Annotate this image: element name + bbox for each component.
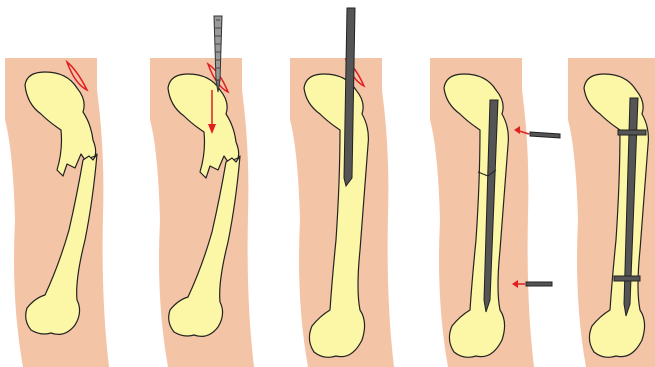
proximal-locking-screw bbox=[618, 130, 646, 135]
panel-4 bbox=[430, 58, 560, 367]
panel-2 bbox=[150, 16, 254, 367]
distal-locking-screw bbox=[512, 280, 552, 288]
panel-3 bbox=[290, 8, 394, 367]
panel-1 bbox=[5, 58, 109, 367]
distal-locking-screw bbox=[614, 276, 640, 281]
panel-5 bbox=[568, 58, 655, 367]
